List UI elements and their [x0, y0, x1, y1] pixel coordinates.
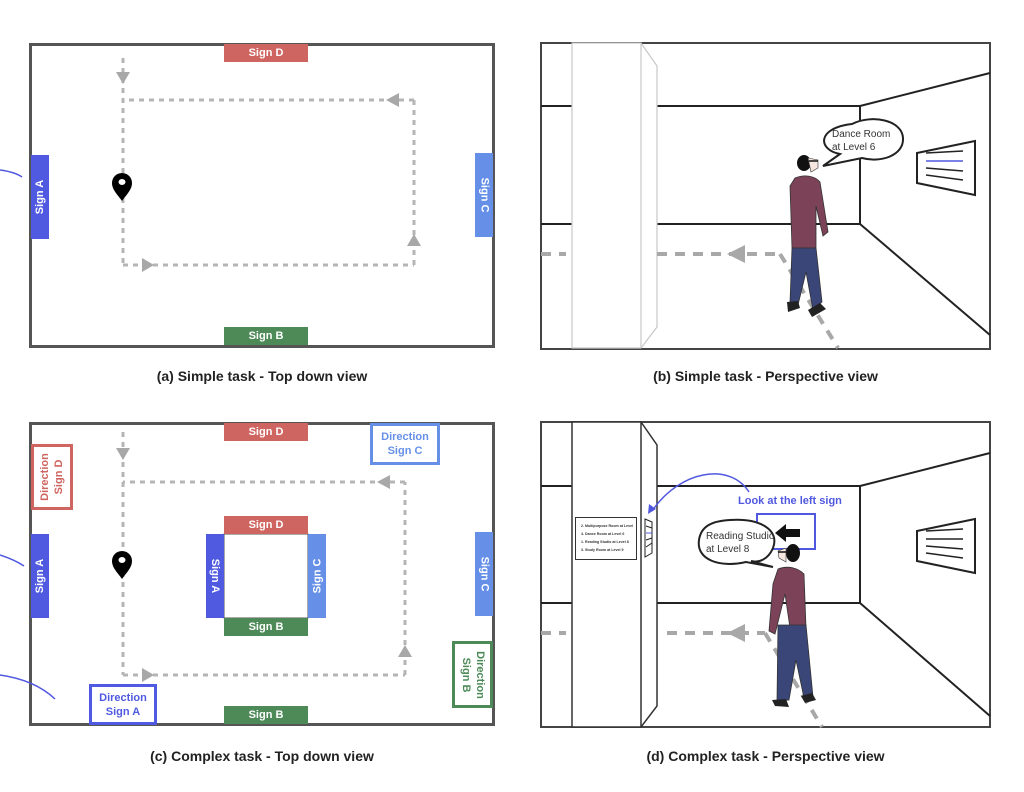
annotation-arrowhead-icon — [648, 504, 656, 514]
directory-line: 3. Study Room at Level 9 — [581, 548, 624, 552]
arrow-right-icon — [142, 668, 154, 682]
wall-sign-lines — [925, 528, 964, 559]
arrow-right-icon — [142, 258, 154, 272]
inner-sign-b: Sign B — [224, 618, 308, 636]
arrow-left-icon — [727, 624, 745, 642]
arrow-up-icon — [398, 645, 412, 657]
speech-text: Dance Room at Level 6 — [832, 129, 891, 153]
annotation-arc — [0, 554, 25, 567]
path-arrows — [116, 72, 421, 272]
panel-a-simple-top-down — [29, 43, 495, 348]
person-figure — [768, 544, 816, 707]
directory-line: 4. Dance Room at Level 6 — [581, 532, 625, 536]
central-block — [223, 533, 309, 619]
speech-text: Reading Studio at Level 8 — [706, 531, 775, 555]
walking-path — [541, 252, 840, 350]
caption-a: (a) Simple task - Top down view — [156, 368, 368, 384]
annotation-arc — [0, 674, 56, 700]
walking-path — [121, 58, 416, 267]
sign-c: Sign C — [475, 153, 493, 237]
arrow-up-icon — [407, 234, 421, 246]
look-annotation: Look at the left sign — [738, 495, 842, 507]
wall-sign-lines — [925, 150, 964, 181]
direction-sign-b: Direction Sign B — [452, 641, 493, 708]
outer-sign-d: Sign D — [224, 423, 308, 441]
speech-bubble — [822, 118, 905, 167]
inner-sign-c: Sign C — [308, 534, 326, 618]
pillar — [571, 42, 658, 349]
walking-path — [541, 631, 824, 729]
speech-bubble — [697, 518, 776, 568]
direction-sign-c: Direction Sign C — [370, 423, 440, 465]
arrow-left-icon — [377, 475, 390, 489]
direction-sign-d: Direction Sign D — [31, 444, 73, 510]
pillar — [571, 421, 658, 728]
inner-sign-d: Sign D — [224, 516, 308, 534]
directory-line: 1. Reading Studio at Level 8 — [581, 540, 629, 544]
caption-d: (d) Complex task - Perspective view — [646, 748, 885, 764]
annotation-arc — [651, 473, 750, 512]
caption-b: (b) Simple task - Perspective view — [653, 368, 878, 384]
wall-sign — [916, 139, 976, 197]
path-arrows — [116, 448, 412, 682]
location-pin-icon — [112, 173, 132, 201]
caption-c: (c) Complex task - Top down view — [150, 748, 374, 764]
location-pin-icon — [112, 551, 132, 579]
wall-sign — [916, 517, 976, 575]
arrow-down-icon — [116, 72, 130, 84]
person-figure — [787, 155, 829, 317]
pillar-side-sign — [644, 518, 653, 558]
outer-sign-b: Sign B — [224, 706, 308, 724]
outer-sign-c: Sign C — [475, 532, 493, 616]
arrow-left-icon — [386, 93, 399, 107]
outer-sign-a: Sign A — [31, 534, 49, 618]
sign-b: Sign B — [224, 327, 308, 345]
inner-sign-a: Sign A — [206, 534, 224, 618]
annotation-arc — [0, 169, 23, 178]
room-lines — [541, 452, 991, 717]
directory-line: 2. Multipurpose Room at Level — [581, 524, 634, 528]
direction-sign-a: Direction Sign A — [89, 684, 157, 725]
sign-d: Sign D — [224, 44, 308, 62]
look-left-arrow-icon — [775, 524, 800, 542]
arrow-down-icon — [116, 448, 130, 460]
sign-a: Sign A — [31, 155, 49, 239]
directory-sign: 2. Multipurpose Room at Level 4. Dance R… — [575, 517, 637, 560]
arrow-left-icon — [727, 245, 745, 263]
